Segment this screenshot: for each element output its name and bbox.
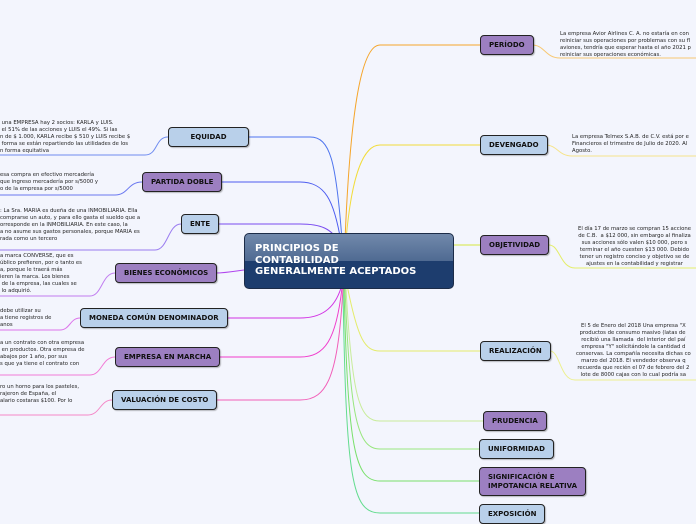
topic-bienes-economicos[interactable]: BIENES ECONÓMICOS	[115, 263, 218, 283]
topic-significacion[interactable]: SIGNIFICACIÓN E IMPOTANCIA RELATIVA	[479, 467, 587, 496]
ente-note: : La Sra. MARIA es dueña de una INMOBILI…	[0, 208, 141, 242]
periodo-note: La empresa Avior Airlines C. A. no estar…	[560, 31, 691, 58]
devengado-note: La empresa Telmex S.A.B. de C.V. está po…	[572, 134, 689, 154]
topic-ente[interactable]: ENTE	[181, 214, 220, 234]
topic-moneda-comun[interactable]: MONEDA COMÚN DENOMINADOR	[80, 308, 228, 328]
topic-valuacion-costo[interactable]: VALUACIÓN DE COSTO	[112, 390, 218, 410]
topic-empresa-en-marcha[interactable]: EMPRESA EN MARCHA	[115, 347, 221, 367]
topic-periodo[interactable]: PERÍODO	[480, 35, 534, 55]
topic-objetividad[interactable]: OBJETIVIDAD	[480, 235, 550, 255]
central-topic[interactable]: PRINCIPIOS DE CONTABILIDAD GENERALMENTE …	[244, 233, 454, 289]
topic-equidad[interactable]: EQUIDAD	[168, 127, 249, 147]
bienes-economicos-note: a marca CONVERSE, que es úblico prefiere…	[0, 253, 82, 294]
objetividad-note: El día 17 de marzo se compran 15 accione…	[578, 226, 691, 267]
topic-realizacion[interactable]: REALIZACIÓN	[480, 341, 551, 361]
topic-partida-doble[interactable]: PARTIDA DOBLE	[142, 172, 223, 192]
topic-devengado[interactable]: DEVENGADO	[480, 135, 548, 155]
equidad-note: una EMPRESA hay 2 socios: KARLA y LUIS. …	[0, 120, 131, 154]
topic-uniformidad[interactable]: UNIFORMIDAD	[479, 439, 554, 459]
valuacion-costo-note: ro un horno para los pasteles, rajeron d…	[0, 384, 80, 404]
realizacion-note: El 5 de Enero del 2018 Una empresa "X pr…	[576, 323, 691, 378]
topic-exposicion[interactable]: EXPOSICIÓN	[479, 504, 546, 524]
empresa-en-marcha-note: a un contrato con otra empresa en produc…	[0, 340, 85, 367]
topic-prudencia[interactable]: PRUDENCIA	[483, 411, 547, 431]
partida-doble-note: esa compra en efectivo mercadería que in…	[0, 172, 99, 192]
moneda-comun-note: debe utilizar su a tiene registros de an…	[0, 308, 52, 328]
